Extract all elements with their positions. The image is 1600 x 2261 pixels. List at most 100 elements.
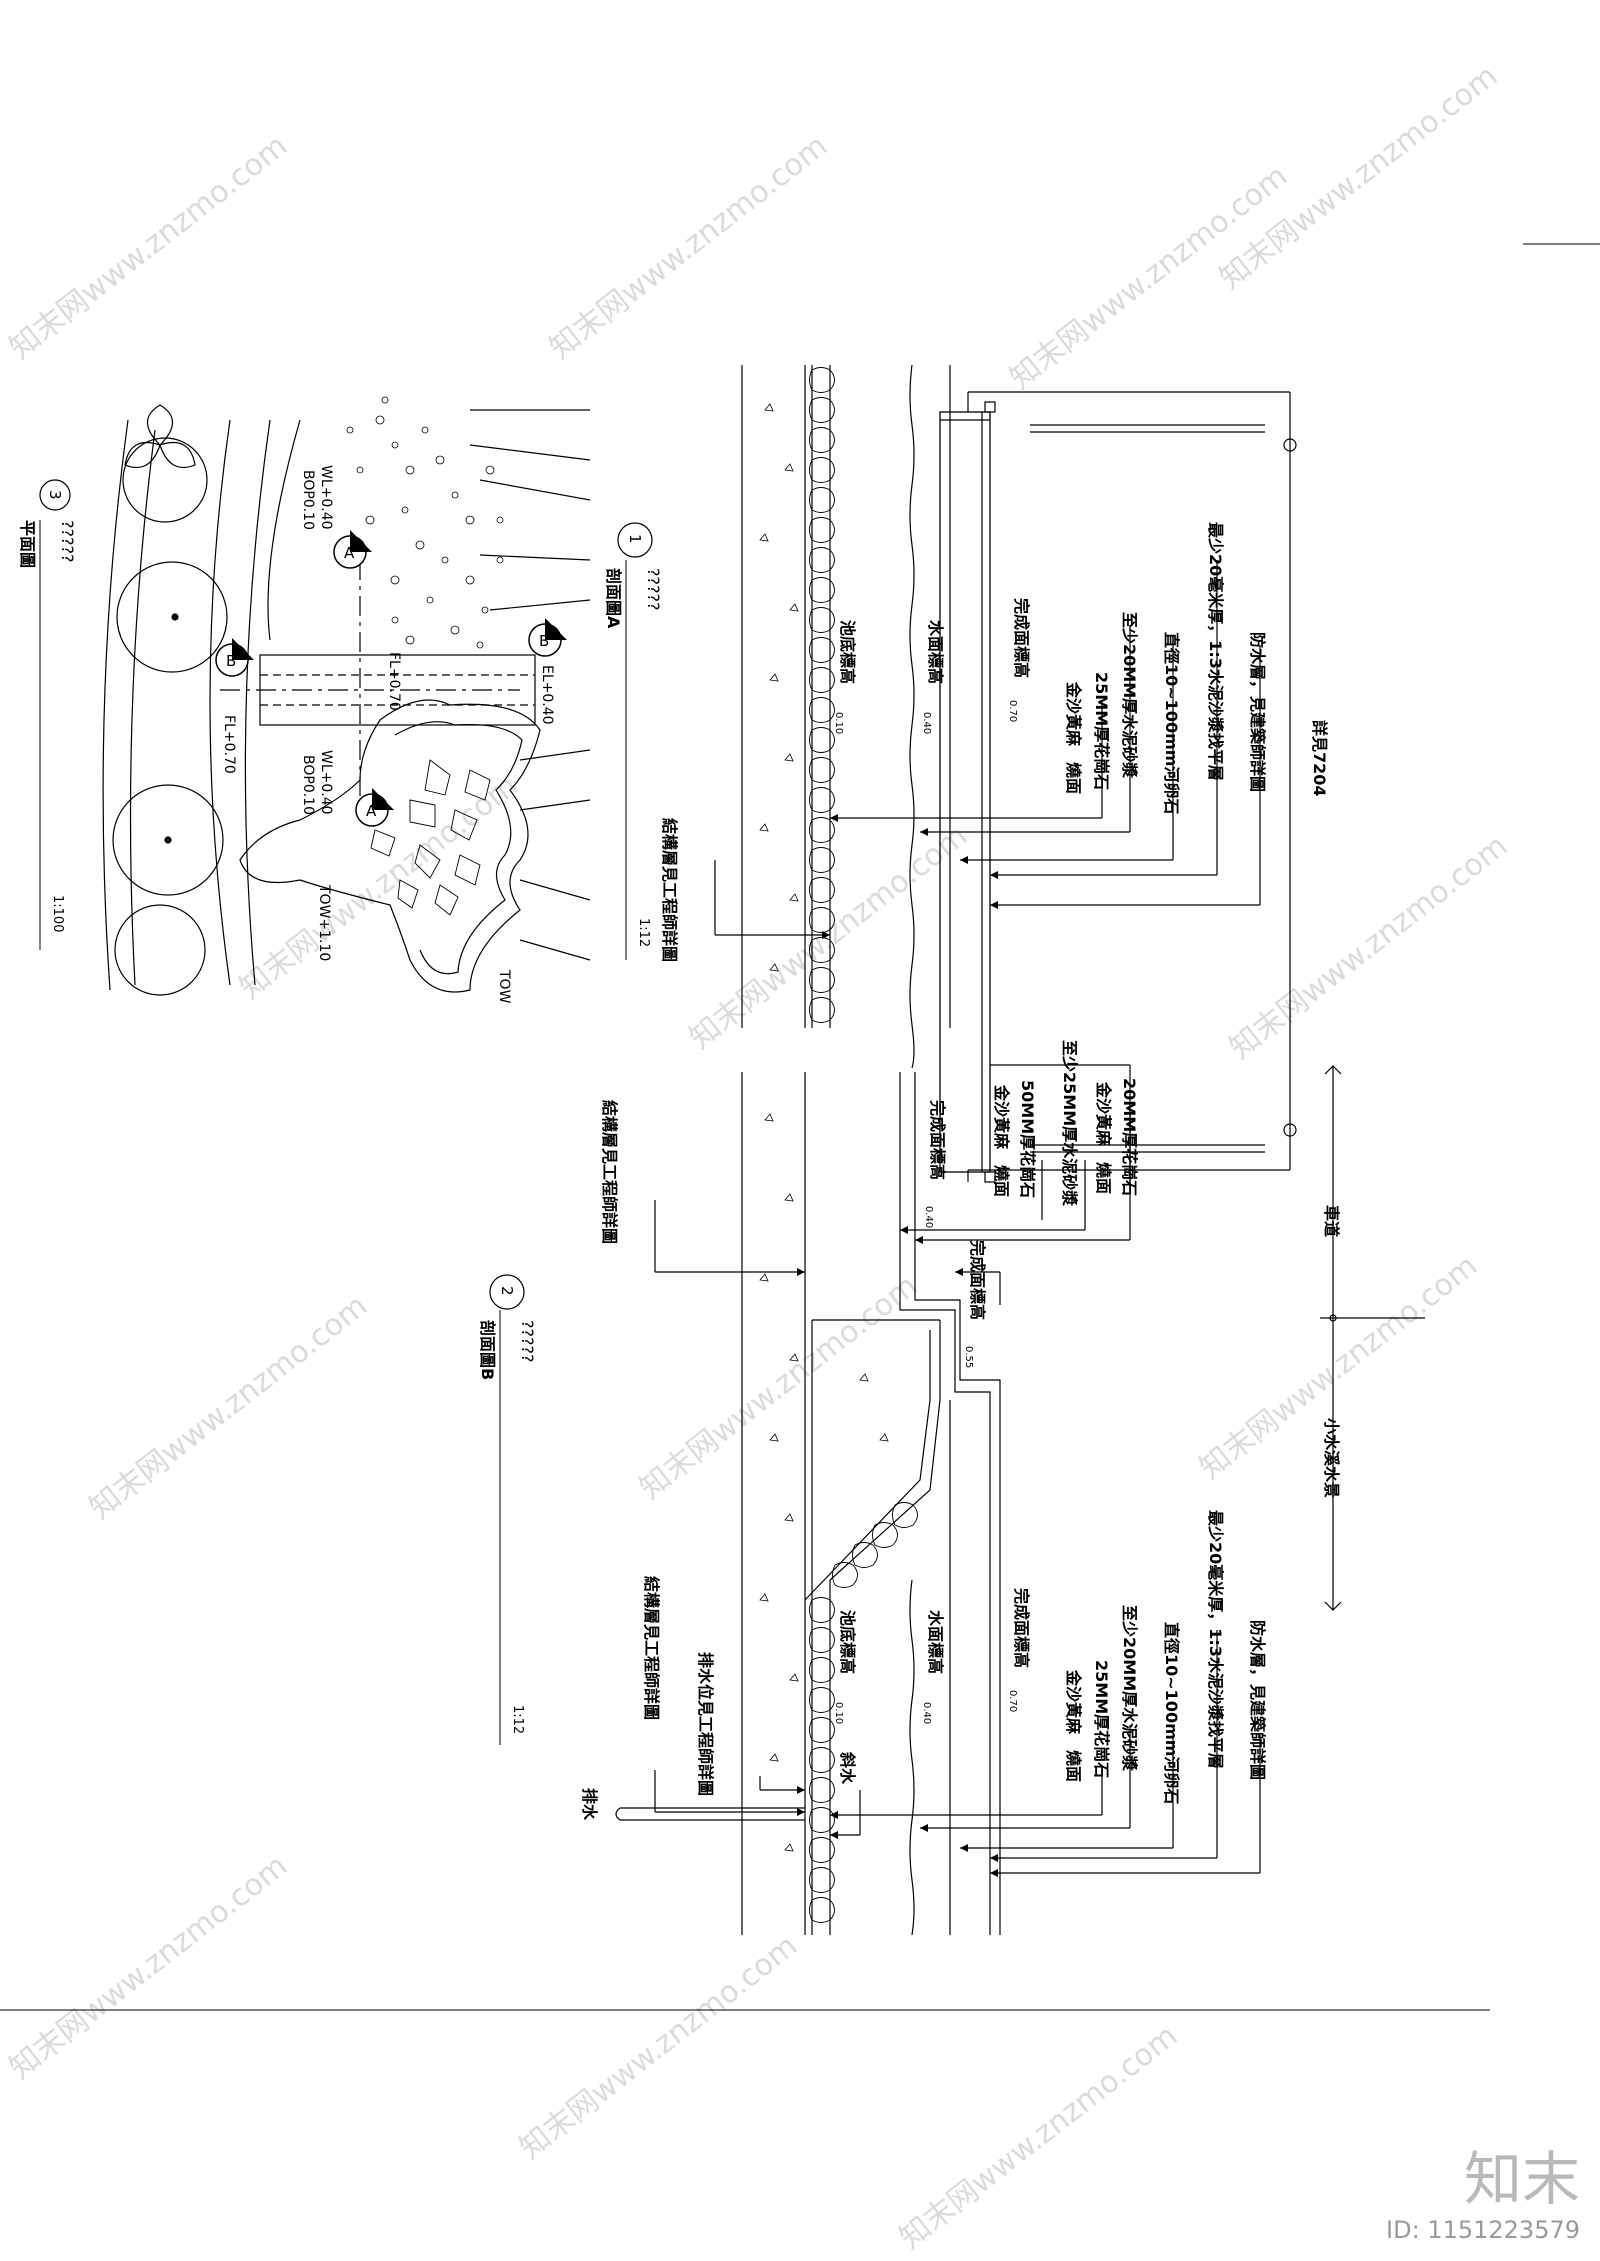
section-a-finish-level-val: 0.70 xyxy=(1007,700,1018,722)
section-a-finish-level: 完成面標高 xyxy=(1012,598,1031,678)
image-id: ID: 1151223579 xyxy=(1386,2216,1580,2244)
section-a-water-level: 水面標高 xyxy=(926,620,945,684)
section-a-finish: 金沙黃麻 燒面 xyxy=(1064,681,1083,794)
section-b-granite20: 20MM厚花崗石 xyxy=(1120,1078,1139,1196)
section-a-notes: 詳見7204 防水層，見建築師詳圖 最少20毫米厚，1:3水泥沙漿找平層 直徑1… xyxy=(660,522,1329,962)
brand-logo: 知末 xyxy=(1463,2145,1580,2213)
section-a-level-values: 0.70 0.40 0.10 xyxy=(833,700,1018,734)
section-b-finish-b: 金沙黃麻 燒面 xyxy=(992,1084,1011,1197)
watermark-text: 知末网www.znzmo.com xyxy=(543,128,834,366)
section-b-finish-level-top: 完成面標高 xyxy=(928,1100,947,1180)
section-a-waterproof: 防水層，見建築師詳圖 xyxy=(1248,632,1267,792)
marker-b-right-label: B xyxy=(539,632,549,650)
section-b-finish-level-mid: 完成面標高 xyxy=(968,1240,987,1320)
section-b-pebbles: 直徑10~100mm河卵石 xyxy=(1162,1622,1181,1804)
watermark-text: 知末网www.znzmo.com xyxy=(1223,828,1514,1066)
section-a-number: 1 xyxy=(626,534,644,544)
section-a-structure: 結構層見工程師詳圖 xyxy=(660,818,679,962)
plan-planting xyxy=(370,759,491,916)
plan-bop-top: BOP0.10 xyxy=(300,470,316,530)
watermark-text: 知末网www.znzmo.com xyxy=(893,2018,1184,2256)
plan-title-block: 3 平面圖 ????? 1:100 xyxy=(18,479,77,950)
section-b-number: 2 xyxy=(498,1286,516,1296)
section-a-title-block: 1 剖面圖A ????? 1:12 xyxy=(604,522,663,960)
section-b-finish-a: 金沙黃麻 燒面 xyxy=(1094,1081,1113,1194)
section-a-granite: 25MM厚花崗石 xyxy=(1092,672,1111,790)
plan-wl-top: WL+0.40 xyxy=(318,465,334,530)
plan-level-labels: WL+0.40 BOP0.10 WL+0.40 BOP0.10 FL+0.70 … xyxy=(221,465,555,1004)
section-a-drawing xyxy=(714,364,1297,1183)
section-b-arrows xyxy=(797,1226,998,1877)
watermark-text: 知末网www.znzmo.com xyxy=(3,128,294,366)
section-b-title: 剖面圖B xyxy=(478,1320,497,1380)
plan-el-bridge: EL+0.40 xyxy=(539,665,555,725)
watermark-text: 知末网www.znzmo.com xyxy=(513,1928,804,2166)
plan-fl-left: FL+0.70 xyxy=(221,715,237,774)
plan-bop-bottom: BOP0.10 xyxy=(300,755,316,815)
section-b-number-circle xyxy=(489,1274,525,1310)
section-b-title-block: 2 剖面圖B ????? 1:12 xyxy=(478,1274,537,1745)
section-b-slope: 斜水 xyxy=(838,1751,857,1785)
plan-number: 3 xyxy=(46,490,64,500)
section-b-structure-bottom: 結構層見工程師詳圖 xyxy=(642,1576,661,1720)
plan-drawing xyxy=(102,396,591,996)
section-b-mortar: 至少20MM厚水泥砂漿 xyxy=(1120,1605,1139,1772)
section-b-level-values: 0.40 0.55 0.70 0.40 0.10 xyxy=(833,1206,1018,1724)
section-a-detail-ref: 詳見7204 xyxy=(1310,720,1329,797)
section-b-scale: 1:12 xyxy=(510,1705,525,1734)
plan-fl-bridge: FL+0.70 xyxy=(386,652,402,711)
section-b-finish-level-top-val: 0.40 xyxy=(923,1206,934,1228)
section-b-pool-bottom: 池底標高 xyxy=(838,1610,857,1674)
section-b-finish-level-mid-val: 0.55 xyxy=(963,1346,974,1368)
section-a-concrete xyxy=(759,403,799,972)
section-b-water-level: 水面標高 xyxy=(926,1610,945,1674)
plan-subtitle: ????? xyxy=(58,520,77,562)
section-b-pool-bottom-val: 0.10 xyxy=(833,1702,844,1724)
section-b-granite50: 50MM厚花崗石 xyxy=(1018,1080,1037,1198)
plan-wl-bottom: WL+0.40 xyxy=(318,750,334,815)
section-b-driveway: 車道 xyxy=(1322,1205,1341,1237)
section-b-screed: 最少20毫米厚，1:3水泥沙漿找平層 xyxy=(1206,1510,1225,1769)
plan-tow-short: TOW xyxy=(496,969,512,1004)
section-a-pool-bottom-val: 0.10 xyxy=(833,712,844,734)
section-b-drawing xyxy=(615,1065,1425,1936)
plan-number-circle xyxy=(39,479,71,511)
section-b-concrete xyxy=(759,1113,889,1852)
plan-scale: 1:100 xyxy=(50,895,65,932)
section-b-finish: 金沙黃麻 燒面 xyxy=(1064,1669,1083,1782)
section-b-notes: 車道 小水溪水景 20MM厚花崗石 金沙黃麻 燒面 至少25MM厚水泥砂漿 50… xyxy=(580,1040,1341,1821)
section-b-subtitle: ????? xyxy=(518,1320,537,1362)
marker-a-top-label: A xyxy=(344,544,355,562)
plan-title: 平面圖 xyxy=(18,520,37,568)
section-b-finish-level: 完成面標高 xyxy=(1012,1588,1031,1668)
section-a-pebbles: 直徑10~100mm河卵石 xyxy=(1162,632,1181,814)
section-b-waterproof: 防水層，見建築師詳圖 xyxy=(1248,1620,1267,1780)
section-a-scale: 1:12 xyxy=(636,918,651,947)
section-b-pebbles xyxy=(809,1502,918,1923)
section-a-water-level-val: 0.40 xyxy=(921,712,932,734)
section-a-screed: 最少20毫米厚，1:3水泥沙漿找平層 xyxy=(1206,522,1225,781)
plan-tow: TOW+1.10 xyxy=(316,884,332,961)
watermark-text: 知末网www.znzmo.com xyxy=(83,1288,374,1526)
marker-b-left-label: B xyxy=(226,652,236,670)
marker-a-bottom-label: A xyxy=(366,802,377,820)
section-b-structure-top: 結構層見工程師詳圖 xyxy=(600,1100,619,1244)
section-b-water-level-val: 0.40 xyxy=(921,1702,932,1724)
section-b-mortar25: 至少25MM厚水泥砂漿 xyxy=(1060,1040,1079,1207)
section-b-drain-pos: 排水位見工程師詳圖 xyxy=(696,1652,715,1796)
section-b-drain: 排水 xyxy=(580,1788,599,1821)
section-b-granite: 25MM厚花崗石 xyxy=(1092,1660,1111,1778)
section-a-title: 剖面圖A xyxy=(604,568,623,629)
section-a-pebbles xyxy=(809,367,835,1023)
section-b-stream: 小水溪水景 xyxy=(1322,1418,1341,1498)
section-a-pool-bottom: 池底標高 xyxy=(838,620,857,684)
watermark-text: 知末网www.znzmo.com xyxy=(3,1848,294,2086)
section-a-number-circle xyxy=(617,522,653,558)
plan-markers: A A B B xyxy=(215,530,567,827)
section-a-subtitle: ????? xyxy=(644,568,663,610)
section-a-arrows xyxy=(822,814,998,939)
plan-gravel xyxy=(346,396,504,649)
section-a-mortar: 至少20MM厚水泥砂漿 xyxy=(1120,612,1139,779)
watermark-text: 知末网www.znzmo.com xyxy=(633,1268,924,1506)
